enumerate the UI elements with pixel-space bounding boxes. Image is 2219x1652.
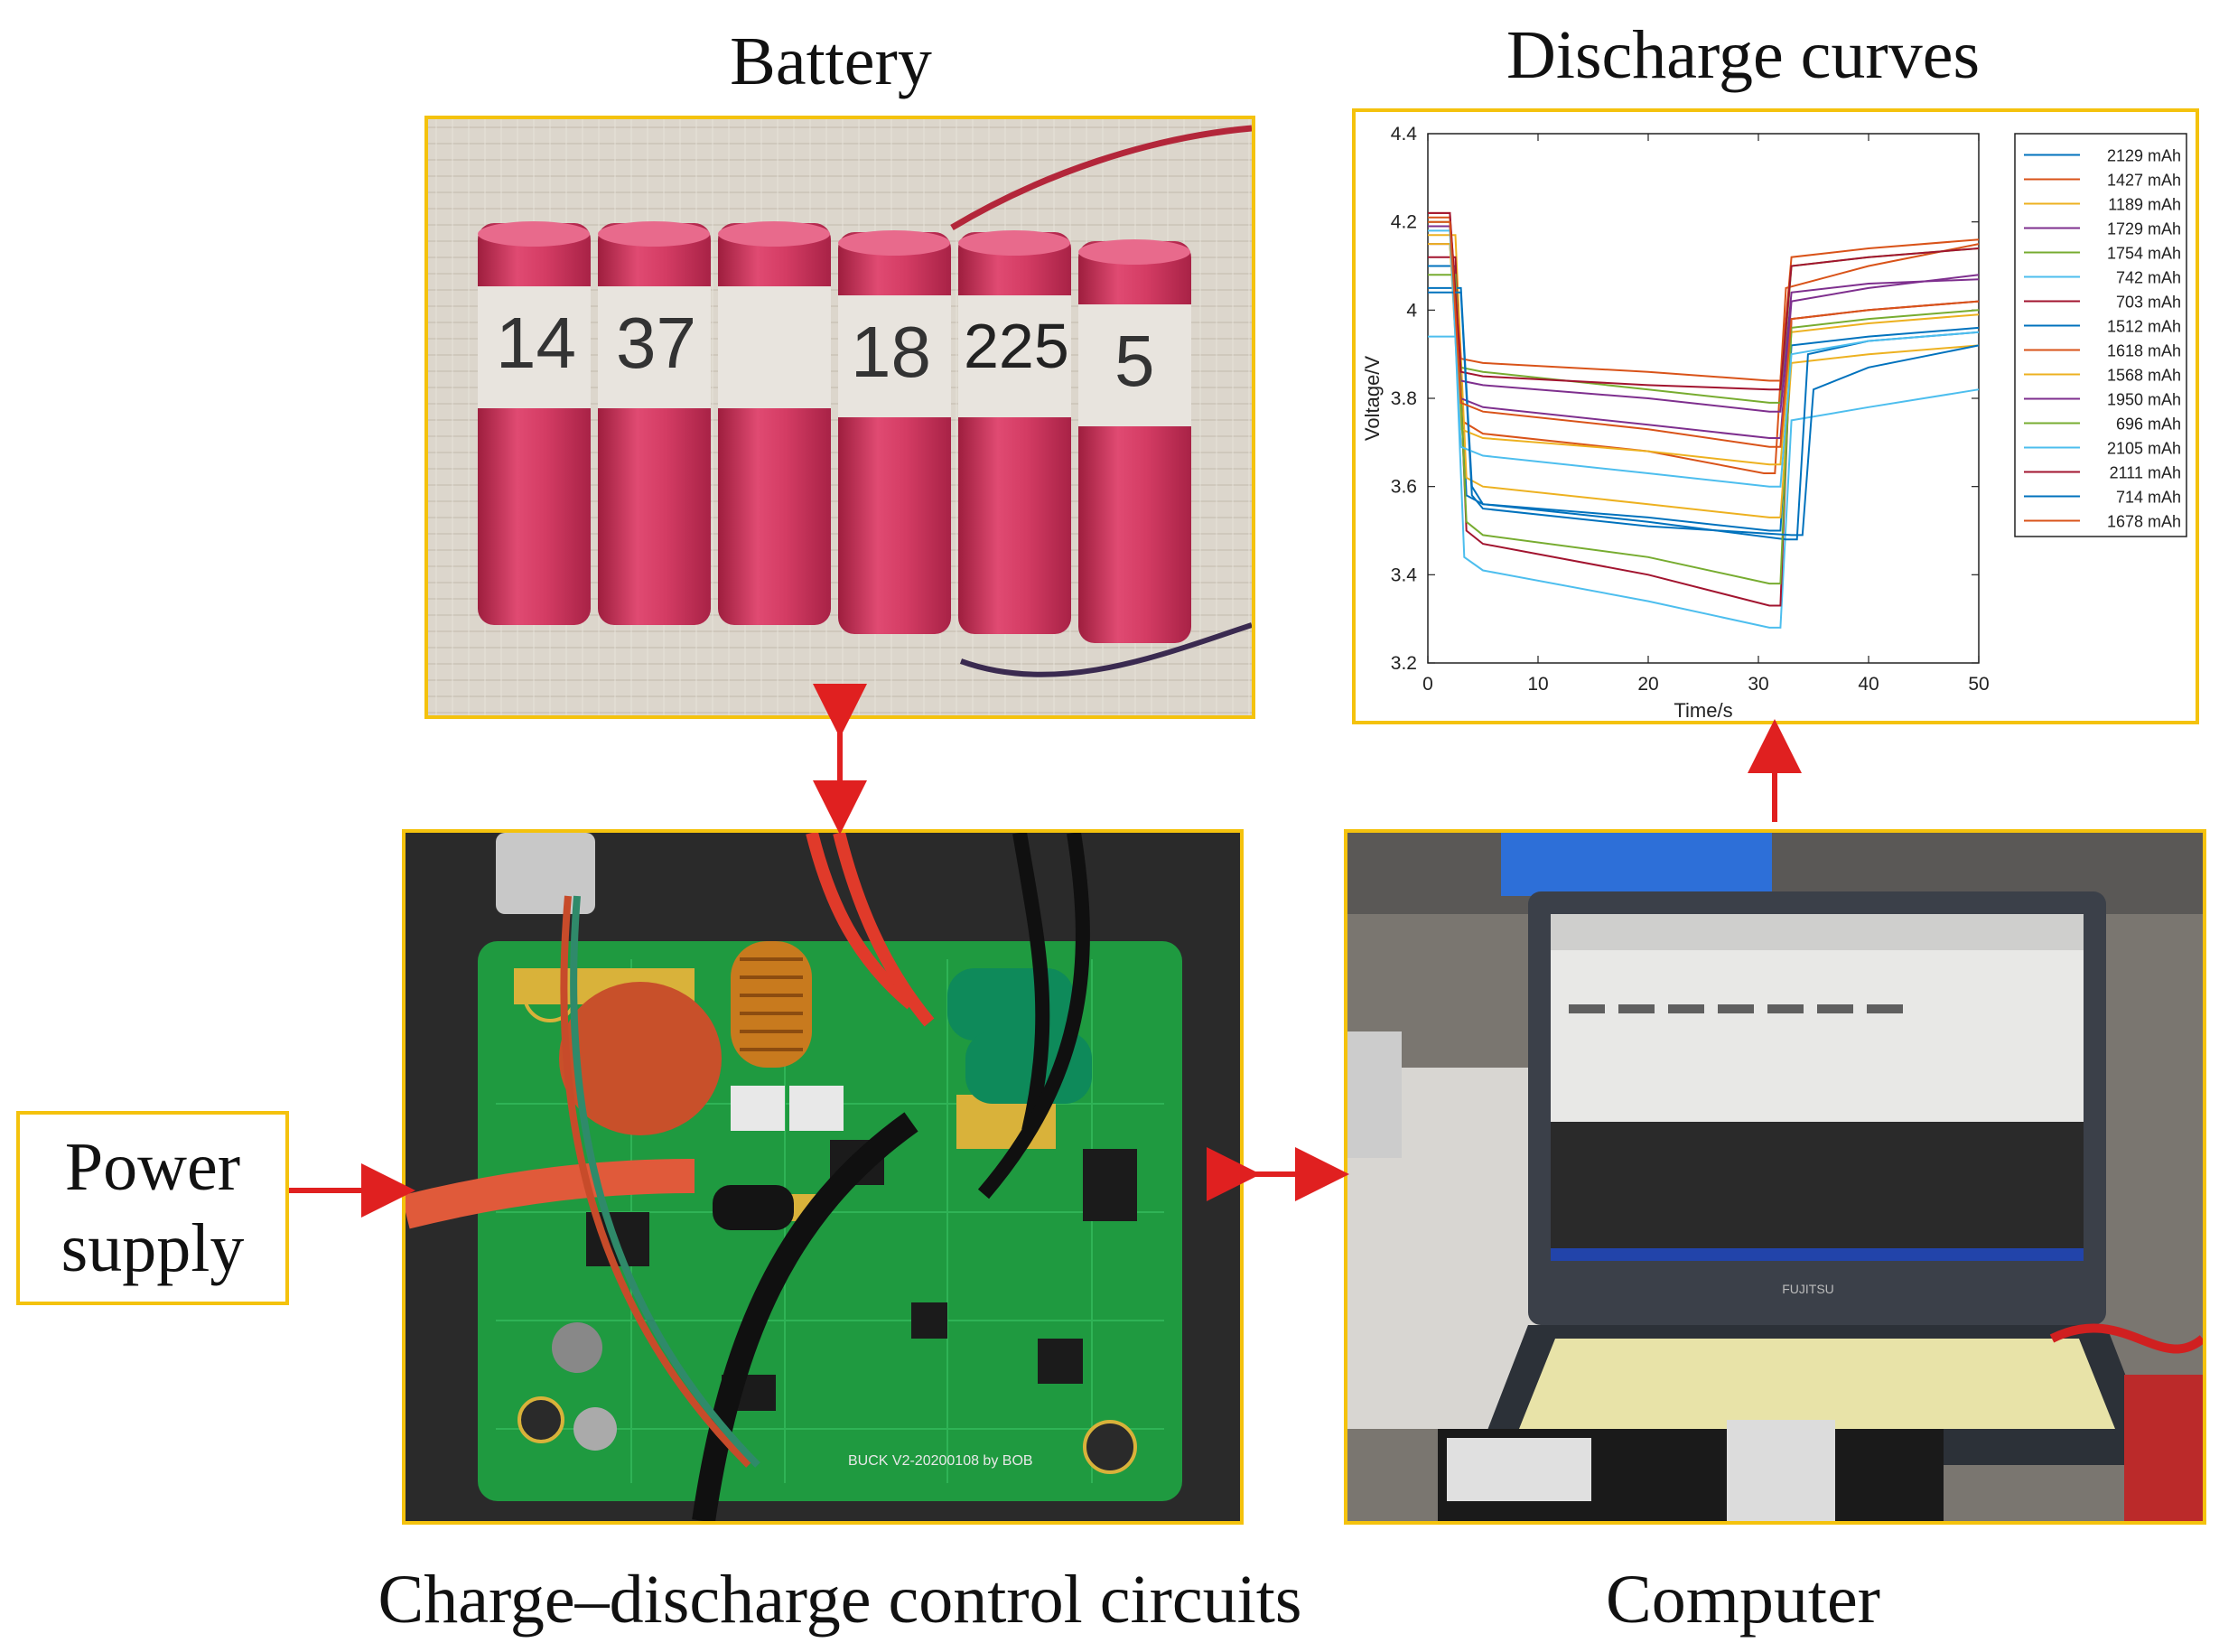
control-circuits-caption: Charge–discharge control circuits xyxy=(378,1562,1302,1638)
discharge-curves-caption: Discharge curves xyxy=(1506,17,1981,93)
x-tick-label: 10 xyxy=(1527,674,1548,695)
legend-label: 2111 mAh xyxy=(2110,464,2181,482)
legend-label: 714 mAh xyxy=(2116,489,2181,507)
legend-label: 1729 mAh xyxy=(2107,220,2181,238)
x-tick-label: 50 xyxy=(1968,674,1989,695)
power-supply-label-line1: Power xyxy=(64,1129,241,1205)
plot-area xyxy=(1427,133,1980,664)
y-tick-label: 4 xyxy=(1406,300,1417,321)
legend-label: 703 mAh xyxy=(2116,294,2181,312)
laptop-brand-text: FUJITSU xyxy=(1782,1282,1834,1296)
cell-mark-1: 14 xyxy=(496,303,576,383)
power-supply-label-line2: supply xyxy=(61,1210,245,1286)
legend-label: 1678 mAh xyxy=(2107,513,2181,531)
legend-box xyxy=(2014,133,2187,537)
computer-photo: FUJITSU xyxy=(1344,829,2206,1525)
y-tick-label: 3.6 xyxy=(1391,477,1417,498)
y-tick-label: 3.2 xyxy=(1391,653,1417,674)
x-axis-label: Time/s xyxy=(1674,699,1732,721)
computer-photo-illustration: FUJITSU xyxy=(1347,833,2203,1521)
series-line-6 xyxy=(1428,335,1980,629)
battery-photo-illustration: 14 37 18 225 xyxy=(428,119,1252,715)
y-axis-label: Voltage/V xyxy=(1361,356,1384,442)
y-tick-label: 3.4 xyxy=(1391,565,1418,585)
x-tick-label: 40 xyxy=(1858,674,1879,695)
board-silkscreen: BUCK V2-20200108 by BOB xyxy=(848,1453,1033,1469)
y-tick-label: 4.2 xyxy=(1391,212,1417,233)
legend-label: 1189 mAh xyxy=(2108,196,2181,214)
power-supply-box: Power supply xyxy=(16,1111,289,1305)
cell-mark-5: 225 xyxy=(964,311,1069,381)
y-tick-label-top: 4.4 xyxy=(1391,124,1418,145)
legend-label: 1950 mAh xyxy=(2107,391,2181,409)
legend-label: 2105 mAh xyxy=(2107,440,2181,458)
legend-label: 2129 mAh xyxy=(2107,147,2181,165)
battery-cells: 14 37 18 225 xyxy=(478,221,1191,643)
legend-label: 1512 mAh xyxy=(2107,318,2181,336)
battery-caption: Battery xyxy=(730,23,932,99)
series-line-16 xyxy=(1428,220,1980,448)
cell-mark-4: 18 xyxy=(851,312,931,392)
legend-label: 696 mAh xyxy=(2116,415,2181,434)
legend-label: 1618 mAh xyxy=(2107,342,2181,360)
legend-label: 1754 mAh xyxy=(2107,245,2181,263)
x-tick-label: 30 xyxy=(1748,674,1768,695)
y-tick-label: 3.8 xyxy=(1391,388,1417,409)
computer-caption: Computer xyxy=(1606,1562,1880,1638)
series-line-13 xyxy=(1428,229,1980,488)
cell-mark-2: 37 xyxy=(616,303,696,383)
x-tick-label: 20 xyxy=(1637,674,1658,695)
circuit-photo-illustration: BUCK V2-20200108 by BOB xyxy=(406,833,1240,1521)
legend-label: 742 mAh xyxy=(2116,269,2181,287)
legend-label: 1568 mAh xyxy=(2107,367,2181,385)
control-circuit-photo: BUCK V2-20200108 by BOB xyxy=(402,829,1244,1525)
legend-label: 1427 mAh xyxy=(2107,172,2181,190)
series-line-15 xyxy=(1428,291,1980,537)
cell-mark-6: 5 xyxy=(1114,321,1155,401)
x-tick-label: 0 xyxy=(1422,674,1433,695)
battery-photo: 14 37 18 225 xyxy=(424,116,1255,719)
